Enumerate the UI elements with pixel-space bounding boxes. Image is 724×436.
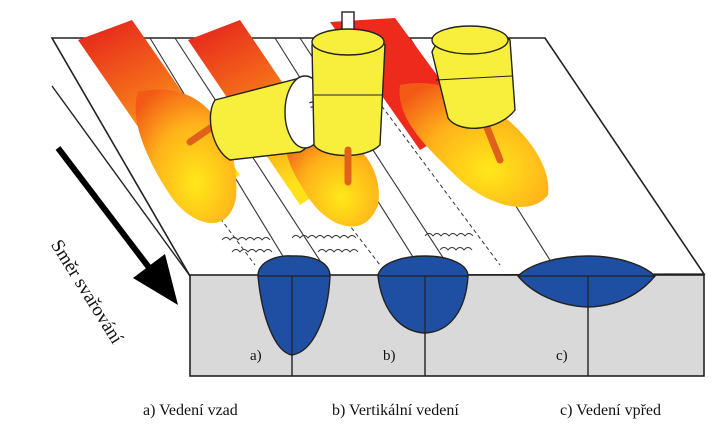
weld-bead-b [377,255,469,334]
panel-letter-a: a) [250,348,262,364]
caption-a: a) Vedení vzad [143,402,238,419]
panel-letter-b: b) [383,348,396,364]
torch-c [431,25,516,164]
caption-c: c) Vedení vpřed [560,402,661,419]
weld-bead-a [257,255,331,356]
weld-ripples [221,233,474,253]
caption-b: b) Vertikální vedení [332,402,459,419]
direction-arrow [55,146,178,305]
heat-zone-c [399,83,549,207]
panel-letter-c: c) [556,348,568,364]
plate-left-edge [51,85,191,277]
torch-b [311,11,386,186]
